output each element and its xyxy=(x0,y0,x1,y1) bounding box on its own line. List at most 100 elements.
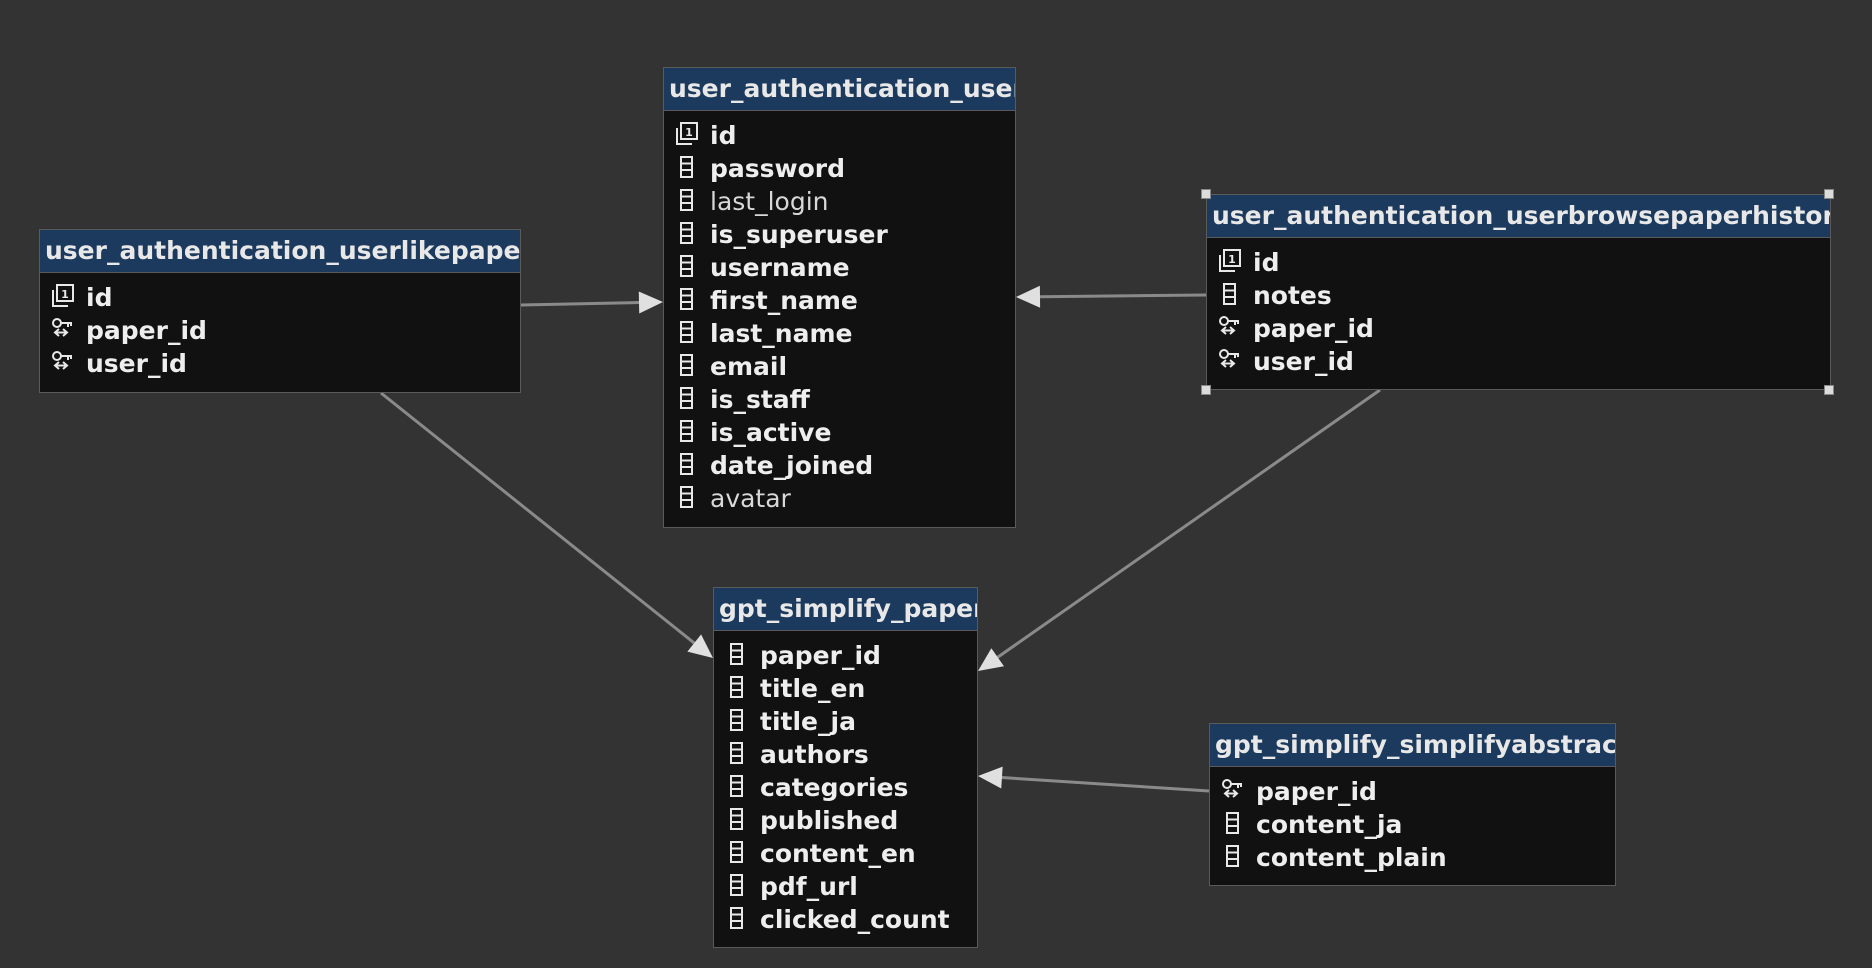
column-row[interactable]: avatar xyxy=(664,482,1015,515)
column-row[interactable]: content_plain xyxy=(1210,841,1615,874)
column-row[interactable]: username xyxy=(664,251,1015,284)
column-name: paper_id xyxy=(1253,314,1374,343)
svg-text:1: 1 xyxy=(685,126,693,139)
column-name: content_plain xyxy=(1256,843,1447,872)
column-row[interactable]: is_staff xyxy=(664,383,1015,416)
column-name: title_en xyxy=(760,674,866,703)
relation-line[interactable] xyxy=(380,391,696,645)
column-row[interactable]: paper_id xyxy=(40,314,520,347)
column-name: is_active xyxy=(710,418,832,447)
column-icon xyxy=(724,872,750,898)
column-row[interactable]: is_superuser xyxy=(664,218,1015,251)
relation-line[interactable] xyxy=(1001,776,1210,793)
table-title: user_authentication_user xyxy=(664,68,1015,111)
column-icon xyxy=(724,674,750,700)
column-name: authors xyxy=(760,740,869,769)
column-row[interactable]: pdf_url xyxy=(714,870,977,903)
foreign-key-icon xyxy=(1217,347,1243,373)
column-name: notes xyxy=(1253,281,1332,310)
column-icon xyxy=(1217,281,1243,307)
table-title: gpt_simplify_paper xyxy=(714,588,977,631)
column-name: username xyxy=(710,253,850,282)
relation-arrowhead xyxy=(978,648,1004,671)
column-name: id xyxy=(1253,248,1280,277)
column-row[interactable]: paper_id xyxy=(1210,775,1615,808)
column-row[interactable]: paper_id xyxy=(1207,312,1830,345)
table-user-authentication-userbrowsepaperhistory[interactable]: user_authentication_userbrowsepaperhisto… xyxy=(1206,194,1831,390)
column-name: user_id xyxy=(1253,347,1354,376)
column-row[interactable]: published xyxy=(714,804,977,837)
resize-handle-top-left[interactable] xyxy=(1201,189,1211,199)
svg-text:1: 1 xyxy=(1228,253,1236,266)
column-icon xyxy=(674,484,700,510)
resize-handle-bottom-left[interactable] xyxy=(1201,385,1211,395)
column-row[interactable]: last_name xyxy=(664,317,1015,350)
column-icon xyxy=(674,319,700,345)
foreign-key-icon xyxy=(1220,777,1246,803)
relation-arrowhead xyxy=(687,634,713,658)
column-icon xyxy=(674,418,700,444)
column-row[interactable]: user_id xyxy=(40,347,520,380)
column-row[interactable]: title_en xyxy=(714,672,977,705)
column-row[interactable]: content_en xyxy=(714,837,977,870)
column-icon xyxy=(1220,843,1246,869)
relation-line[interactable] xyxy=(1039,293,1207,299)
column-row[interactable]: password xyxy=(664,152,1015,185)
foreign-key-icon xyxy=(50,349,76,375)
column-row[interactable]: content_ja xyxy=(1210,808,1615,841)
column-icon xyxy=(674,451,700,477)
column-row[interactable]: categories xyxy=(714,771,977,804)
column-row[interactable]: date_joined xyxy=(664,449,1015,482)
column-name: pdf_url xyxy=(760,872,858,901)
column-icon xyxy=(674,154,700,180)
column-name: categories xyxy=(760,773,909,802)
column-name: avatar xyxy=(710,484,791,513)
column-name: first_name xyxy=(710,286,858,315)
column-name: title_ja xyxy=(760,707,856,736)
relation-arrowhead xyxy=(1016,285,1041,308)
column-row[interactable]: is_active xyxy=(664,416,1015,449)
column-name: email xyxy=(710,352,788,381)
column-row[interactable]: clicked_count xyxy=(714,903,977,936)
column-row[interactable]: first_name xyxy=(664,284,1015,317)
column-row[interactable]: paper_id xyxy=(714,639,977,672)
column-name: date_joined xyxy=(710,451,874,480)
column-name: paper_id xyxy=(86,316,207,345)
resize-handle-top-right[interactable] xyxy=(1824,189,1834,199)
column-icon xyxy=(724,905,750,931)
column-row[interactable]: 1 id xyxy=(1207,246,1830,279)
relation-arrowhead xyxy=(978,766,1003,789)
column-name: is_staff xyxy=(710,385,810,414)
column-row[interactable]: authors xyxy=(714,738,977,771)
resize-handle-bottom-right[interactable] xyxy=(1824,385,1834,395)
column-icon xyxy=(724,806,750,832)
relation-line[interactable] xyxy=(996,388,1381,659)
relation-arrowhead xyxy=(638,291,663,314)
column-row[interactable]: notes xyxy=(1207,279,1830,312)
column-icon xyxy=(724,773,750,799)
column-name: paper_id xyxy=(760,641,881,670)
column-icon xyxy=(1220,810,1246,836)
column-icon xyxy=(674,253,700,279)
primary-key-icon: 1 xyxy=(1217,248,1243,274)
column-row[interactable]: last_login xyxy=(664,185,1015,218)
relation-line[interactable] xyxy=(520,301,640,307)
column-row[interactable]: email xyxy=(664,350,1015,383)
column-icon xyxy=(674,385,700,411)
column-name: id xyxy=(86,283,113,312)
column-name: clicked_count xyxy=(760,905,950,934)
column-row[interactable]: title_ja xyxy=(714,705,977,738)
column-row[interactable]: user_id xyxy=(1207,345,1830,378)
column-name: is_superuser xyxy=(710,220,888,249)
column-name: paper_id xyxy=(1256,777,1377,806)
